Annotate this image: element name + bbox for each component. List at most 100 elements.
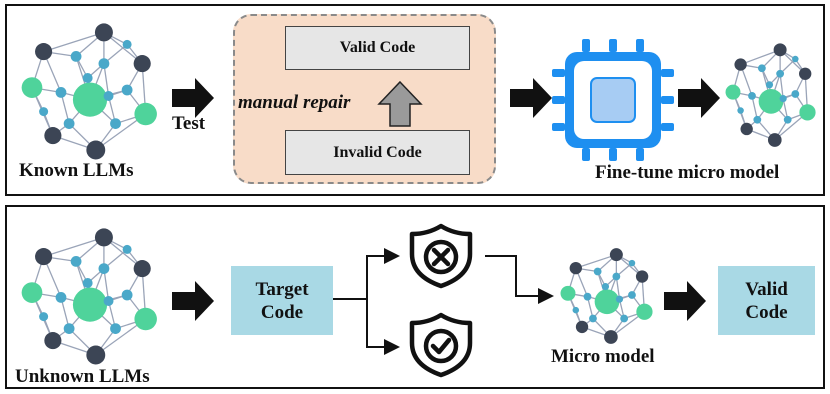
valid-code-output-box: Valid Code — [718, 266, 815, 335]
network-node — [628, 291, 636, 299]
network-node — [753, 115, 762, 124]
known-llms-network-icon — [21, 23, 157, 160]
unknown-llms-label: Unknown LLMs — [15, 366, 150, 387]
network-node — [72, 287, 108, 322]
network-node — [748, 91, 756, 100]
known-llms-label: Known LLMs — [19, 160, 134, 181]
fine-tune-label: Fine-tune micro model — [595, 162, 780, 183]
network-node — [601, 283, 610, 291]
network-node — [35, 43, 53, 61]
network-node — [765, 81, 774, 89]
network-edge — [103, 268, 110, 302]
network-node — [82, 73, 93, 83]
right-arrow-icon — [664, 281, 706, 321]
network-node — [86, 140, 106, 160]
network-node — [133, 260, 151, 278]
network-node — [55, 292, 67, 303]
network-node — [589, 314, 597, 323]
manual-repair-label: manual repair — [238, 92, 351, 113]
network-node — [734, 58, 747, 71]
test-label: Test — [172, 113, 206, 134]
network-node — [63, 118, 75, 129]
network-node — [63, 323, 75, 334]
micro-model-label: Micro model — [551, 346, 655, 367]
network-node — [70, 51, 82, 62]
network-node — [604, 330, 618, 344]
network-node — [636, 303, 653, 320]
network-edge — [740, 49, 781, 66]
network-node — [583, 292, 592, 301]
network-node — [94, 23, 113, 42]
network-node — [791, 90, 800, 98]
network-edge — [751, 95, 758, 120]
network-node — [560, 285, 576, 301]
right-arrow-icon — [172, 281, 214, 321]
network-node — [799, 67, 812, 80]
valid-code-box: Valid Code — [285, 26, 470, 70]
network-node — [98, 263, 110, 274]
network-node — [122, 244, 132, 254]
network-edge — [43, 236, 105, 258]
network-node — [767, 133, 782, 147]
network-node — [110, 323, 121, 334]
accept-shield-icon — [409, 312, 473, 378]
invalid-code-box: Invalid Code — [285, 130, 470, 175]
network-node — [35, 248, 53, 266]
network-edge — [103, 63, 110, 97]
network-node — [122, 39, 132, 49]
network-node — [133, 55, 151, 73]
unknown-llms-network-icon — [21, 228, 157, 365]
network-node — [594, 289, 620, 315]
network-node — [21, 282, 43, 303]
network-node — [569, 261, 582, 275]
network-node — [615, 295, 624, 303]
right-arrow-icon — [678, 78, 720, 118]
micro-model-network-icon — [560, 248, 653, 344]
network-node — [776, 69, 785, 78]
network-node — [103, 91, 114, 101]
network-node — [779, 95, 787, 103]
network-node — [773, 43, 787, 57]
network-node — [593, 267, 602, 276]
network-node — [134, 102, 157, 126]
network-node — [86, 345, 106, 365]
network-node — [134, 307, 157, 331]
reject-shield-icon — [409, 223, 473, 289]
network-node — [725, 84, 741, 100]
network-node — [572, 306, 580, 314]
network-edge — [575, 254, 617, 269]
network-edge — [779, 73, 784, 99]
network-node — [44, 127, 62, 145]
network-node — [98, 58, 110, 69]
network-node — [121, 289, 133, 301]
network-node — [70, 256, 82, 267]
network-node — [55, 87, 67, 98]
network-node — [103, 296, 114, 306]
network-node — [635, 270, 649, 283]
network-node — [799, 104, 816, 121]
network-node — [609, 248, 623, 262]
network-node — [110, 118, 121, 129]
network-node — [757, 64, 766, 73]
network-node — [628, 259, 636, 267]
network-node — [39, 107, 49, 117]
branch-connector — [333, 248, 554, 355]
repair-up-arrow-icon — [377, 80, 423, 127]
network-node — [121, 84, 133, 96]
chip-icon — [552, 39, 674, 161]
network-node — [21, 77, 43, 98]
network-node — [82, 278, 93, 288]
network-node — [792, 55, 799, 63]
right-arrow-icon — [510, 78, 552, 118]
network-node — [783, 115, 792, 124]
network-node — [612, 272, 621, 281]
network-node — [758, 89, 784, 114]
network-node — [72, 82, 108, 117]
network-node — [39, 312, 49, 322]
test-arrow-icon — [172, 78, 214, 118]
network-edge — [43, 31, 105, 53]
micro-model-network-icon — [725, 43, 816, 147]
network-node — [620, 314, 629, 323]
network-node — [44, 332, 62, 350]
